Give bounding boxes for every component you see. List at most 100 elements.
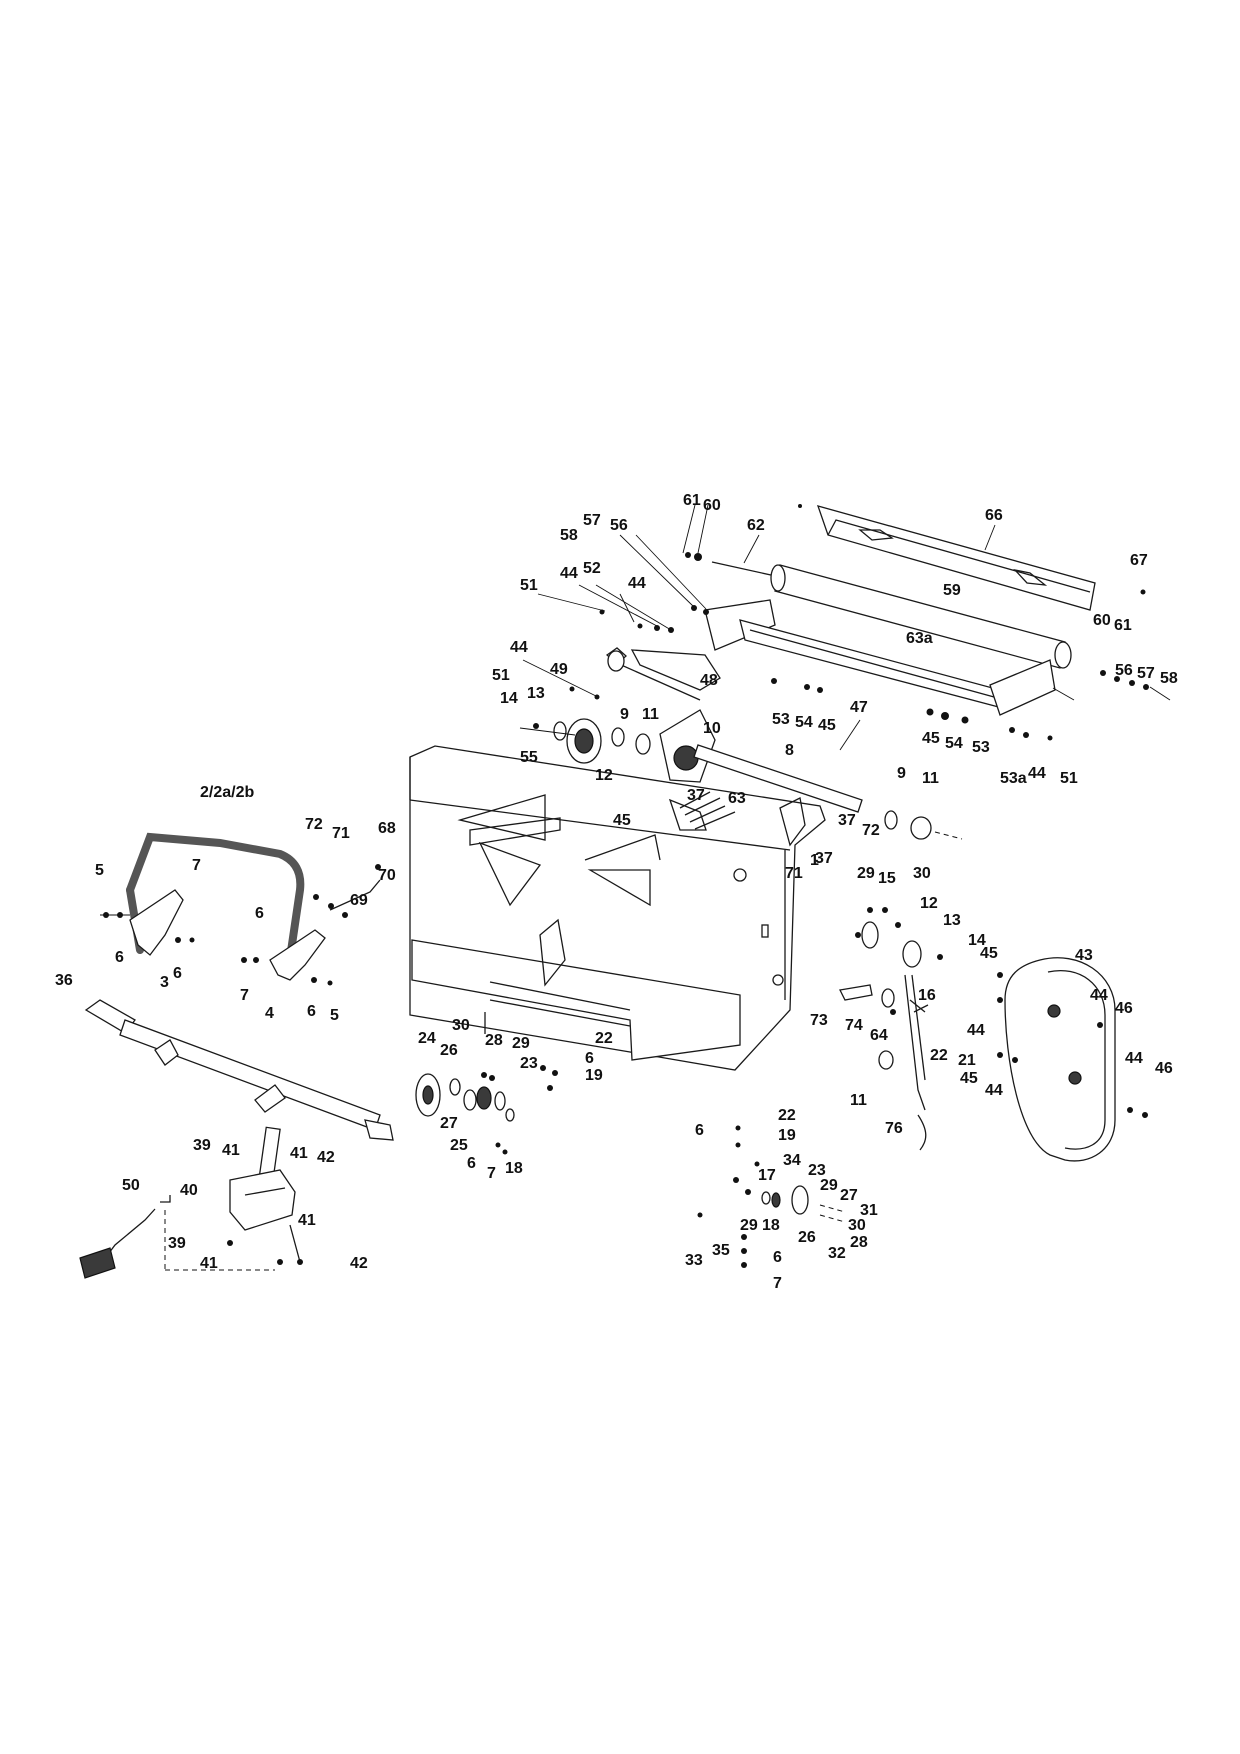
auger-shaft	[693, 744, 963, 840]
callout-6-f: 6	[467, 1155, 476, 1172]
callout-6-c: 6	[173, 965, 182, 982]
callout-72-left: 72	[305, 816, 323, 833]
callout-46-bottom: 46	[1155, 1060, 1173, 1077]
callout-23-left: 23	[520, 1055, 538, 1072]
callout-39-top: 39	[193, 1137, 211, 1154]
blower-housing	[409, 745, 826, 1071]
callout-35: 35	[712, 1242, 730, 1259]
callout-30-bottom: 30	[848, 1217, 866, 1234]
callout-6-h: 6	[773, 1249, 782, 1266]
callout-26-bottom: 26	[798, 1229, 816, 1246]
callout-12-left: 12	[595, 767, 613, 784]
leader-lines	[519, 504, 1171, 751]
callout-69: 69	[350, 892, 368, 909]
callout-11-right: 11	[922, 770, 939, 787]
belt-cover	[997, 957, 1148, 1162]
callout-27-bottom: 27	[840, 1187, 858, 1204]
callout-54-a: 54	[795, 714, 813, 731]
callout-37-b: 37	[838, 812, 856, 829]
callout-2-2a-2b: 2/2a/2b	[200, 784, 254, 801]
callout-22-left: 22	[595, 1030, 613, 1047]
callout-30-left: 30	[452, 1017, 470, 1034]
callout-10: 10	[703, 720, 721, 737]
callout-19-bottom: 19	[778, 1127, 796, 1144]
callout-14-left: 14	[500, 690, 518, 707]
callout-53-a: 53	[772, 711, 790, 728]
callout-60-top: 60	[703, 497, 721, 514]
callout-15: 15	[878, 870, 896, 887]
drive-pulley-right	[855, 907, 943, 968]
lever-rod	[313, 864, 381, 918]
callout-37-a: 37	[687, 787, 705, 804]
callout-6-b: 6	[115, 949, 124, 966]
callout-61-top: 61	[683, 492, 701, 509]
handle-bracket-right	[241, 929, 333, 986]
callout-50: 50	[122, 1177, 140, 1194]
callout-64: 64	[870, 1027, 888, 1044]
callout-1: 1	[810, 852, 819, 869]
callout-51-a: 51	[520, 577, 538, 594]
callout-44-f: 44	[967, 1022, 985, 1039]
callout-14-right: 14	[968, 932, 986, 949]
callout-5-left: 5	[95, 862, 104, 879]
callout-54-b: 54	[945, 735, 963, 752]
callout-13-left: 13	[527, 685, 545, 702]
callout-33: 33	[685, 1252, 703, 1269]
hardware-fasteners-top	[569, 605, 1149, 741]
handle-bracket-left	[100, 889, 195, 956]
callout-17: 17	[758, 1167, 776, 1184]
callout-44-h: 44	[1125, 1050, 1143, 1067]
callout-42-top: 42	[317, 1149, 335, 1166]
callout-31: 31	[860, 1202, 878, 1219]
callout-12-right: 12	[920, 895, 938, 912]
callout-63: 63	[728, 790, 746, 807]
callout-47: 47	[850, 699, 868, 716]
callout-41-d: 41	[200, 1255, 218, 1272]
lift-arm	[84, 999, 394, 1141]
callout-5-right: 5	[330, 1007, 339, 1024]
callout-27-left: 27	[440, 1115, 458, 1132]
callout-6-a: 6	[255, 905, 264, 922]
callout-37-c: 37	[815, 850, 833, 867]
callout-71-left: 71	[332, 825, 350, 842]
callout-58-right: 58	[1160, 670, 1178, 687]
upper-roller	[685, 552, 1072, 669]
callout-44-d: 44	[1028, 765, 1046, 782]
callout-59: 59	[943, 582, 961, 599]
callout-18-bottom: 18	[762, 1217, 780, 1234]
callout-44-e: 44	[1090, 987, 1108, 1004]
callout-58-top: 58	[560, 527, 578, 544]
callout-49: 49	[550, 661, 568, 678]
callout-41-b: 41	[290, 1145, 308, 1162]
callout-30-right-top: 30	[913, 865, 931, 882]
callout-34: 34	[783, 1152, 801, 1169]
callout-45-d: 45	[980, 945, 998, 962]
deflector-plate	[798, 504, 1146, 611]
callout-6-d: 6	[307, 1003, 316, 1020]
drive-belt	[904, 974, 927, 1151]
callout-71-right: 71	[785, 865, 803, 882]
callout-48: 48	[700, 672, 718, 689]
callout-36: 36	[55, 972, 73, 989]
electric-actuator	[227, 1126, 303, 1265]
callout-60-right: 60	[1093, 612, 1111, 629]
callout-62: 62	[747, 517, 765, 534]
callout-19-left: 19	[585, 1067, 603, 1084]
callout-72-right: 72	[862, 822, 880, 839]
callout-13-right: 13	[943, 912, 961, 929]
callout-26-left: 26	[440, 1042, 458, 1059]
callout-66: 66	[985, 507, 1003, 524]
callout-7-b: 7	[240, 987, 249, 1004]
callout-28-bottom: 28	[850, 1234, 868, 1251]
callout-23-bottom: 23	[808, 1162, 826, 1179]
callout-68: 68	[378, 820, 396, 837]
callout-44-c: 44	[510, 639, 528, 656]
callout-70: 70	[378, 867, 396, 884]
callout-18-left: 18	[505, 1160, 523, 1177]
wiring-harness	[79, 1195, 275, 1279]
callout-7-c: 7	[487, 1165, 496, 1182]
callout-6-g: 6	[695, 1122, 704, 1139]
callout-53-b: 53	[972, 739, 990, 756]
callout-44-g: 44	[985, 1082, 1003, 1099]
